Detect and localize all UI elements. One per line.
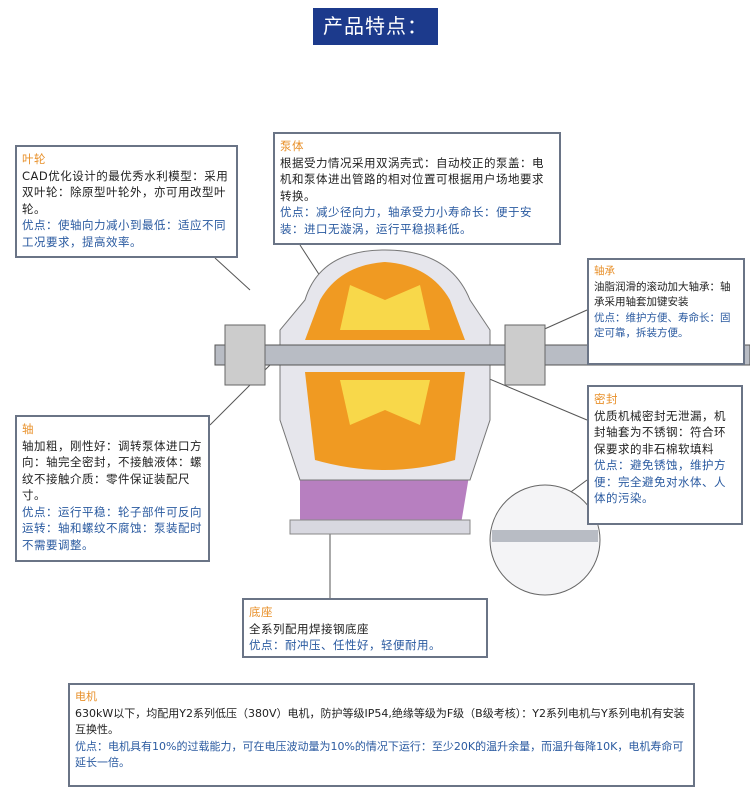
callout-body: 油脂润滑的滚动加大轴承：轴承采用轴套加键安装 (594, 280, 731, 309)
callout-heading: 轴 (22, 422, 34, 436)
callout-advantage: 优点：避免锈蚀，维护方便：完全避免对水体、人体的污染。 (594, 458, 726, 505)
callout-heading: 轴承 (594, 265, 615, 277)
callout-body: CAD优化设计的最优秀水利模型：采用双叶轮：除原型叶轮外，亦可用改型叶轮。 (22, 168, 229, 216)
callout-body: 轴加粗，刚性好：调转泵体进口方向：轴完全密封，不接触液体：螺纹不接触介质：零件保… (22, 438, 202, 503)
callout-body: 全系列配用焊接钢底座 (249, 621, 369, 636)
callout-advantage: 优点：使轴向力减小到最低：适应不同工况要求，提高效率。 (22, 218, 226, 249)
callout-advantage: 优点：运行平稳：轮子部件可反向运转：轴和螺纹不腐蚀：泵装配时不需要调整。 (22, 504, 202, 552)
callout-body: 根据受力情况采用双涡壳式：自动校正的泵盖：电机和泵体进出管路的相对位置可根据用户… (280, 155, 544, 203)
shaft-callout: 轴 轴加粗，刚性好：调转泵体进口方向：轴完全密封，不接触液体：螺纹不接触介质：零… (15, 415, 210, 562)
bearing-callout: 轴承 油脂润滑的滚动加大轴承：轴承采用轴套加键安装 优点：维护方便、寿命长：固定… (587, 258, 745, 365)
callout-advantage: 优点：耐冲压、任性好，轻便耐用。 (249, 638, 441, 652)
callout-advantage: 优点：减少径向力，轴承受力小寿命长：便于安装：进口无漩涡，运行平稳损耗低。 (280, 205, 532, 236)
pump-body-callout: 泵体 根据受力情况采用双涡壳式：自动校正的泵盖：电机和泵体进出管路的相对位置可根… (273, 132, 561, 245)
callout-heading: 电机 (75, 690, 97, 703)
callout-body: 优质机械密封无泄漏，机封轴套为不锈钢：符合环保要求的非石棉软填料 (594, 408, 726, 456)
motor-callout: 电机 630kW以下，均配用Y2系列低压（380V）电机，防护等级IP54,绝缘… (68, 683, 695, 787)
seal-callout: 密封 优质机械密封无泄漏，机封轴套为不锈钢：符合环保要求的非石棉软填料 优点：避… (587, 385, 743, 525)
callout-heading: 密封 (594, 392, 618, 406)
callout-advantage: 优点：维护方便、寿命长：固定可靠，拆装方便。 (594, 311, 731, 340)
callout-body: 630kW以下，均配用Y2系列低压（380V）电机，防护等级IP54,绝缘等级为… (75, 706, 685, 737)
callout-heading: 泵体 (280, 139, 304, 153)
callout-heading: 叶轮 (22, 152, 46, 166)
page-title: 产品特点： (313, 8, 438, 45)
callout-advantage: 优点：电机具有10%的过载能力，可在电压波动量为10%的情况下运行：至少20K的… (75, 739, 684, 770)
base-callout: 底座 全系列配用焊接钢底座 优点：耐冲压、任性好，轻便耐用。 (242, 598, 488, 658)
impeller-yellow (340, 285, 430, 425)
callout-heading: 底座 (249, 605, 273, 619)
base-support (300, 470, 470, 530)
impeller-callout: 叶轮 CAD优化设计的最优秀水利模型：采用双叶轮：除原型叶轮外，亦可用改型叶轮。… (15, 145, 238, 258)
